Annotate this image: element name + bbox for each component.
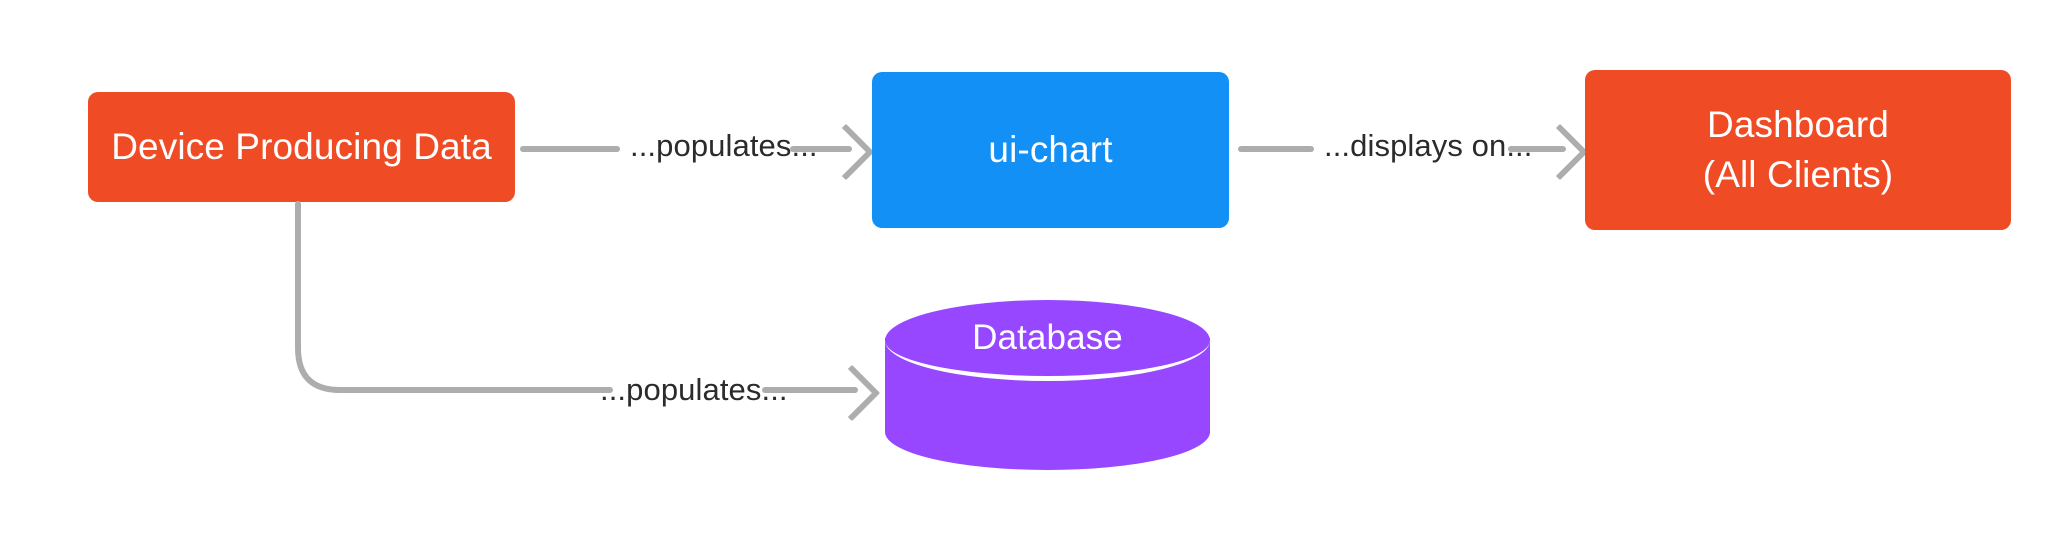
edge-device-database-segment-right — [762, 387, 858, 393]
node-dashboard[interactable]: Dashboard (All Clients) — [1585, 70, 2011, 230]
edge-uichart-dashboard-segment-left — [1238, 146, 1314, 152]
arrow-head-icon-uichart-dashboard — [1531, 123, 1589, 181]
edge-device-uichart-label: ...populates... — [630, 128, 818, 163]
node-dashboard-label: Dashboard (All Clients) — [1702, 104, 1894, 195]
node-device-label: Device Producing Data — [111, 126, 492, 168]
edge-device-uichart-segment-left — [520, 146, 620, 152]
edge-device-uichart-segment-right — [790, 146, 852, 152]
arrow-head-icon-device-database — [823, 364, 881, 422]
edge-device-database-label: ...populates... — [600, 372, 788, 407]
node-database-label: Database — [972, 318, 1123, 357]
edge-uichart-dashboard-label: ...displays on... — [1324, 128, 1533, 163]
node-ui-chart-label: ui-chart — [988, 129, 1113, 171]
node-device-producing-data[interactable]: Device Producing Data — [88, 92, 515, 202]
edge-device-database-elbow-path — [270, 198, 630, 408]
arrow-head-icon-device-uichart — [817, 123, 875, 181]
node-database[interactable]: Database — [885, 300, 1210, 470]
database-cylinder-bottom — [885, 394, 1210, 470]
database-cylinder-top — [885, 300, 1210, 381]
node-ui-chart[interactable]: ui-chart — [872, 72, 1229, 228]
edge-uichart-dashboard-segment-right — [1508, 146, 1566, 152]
